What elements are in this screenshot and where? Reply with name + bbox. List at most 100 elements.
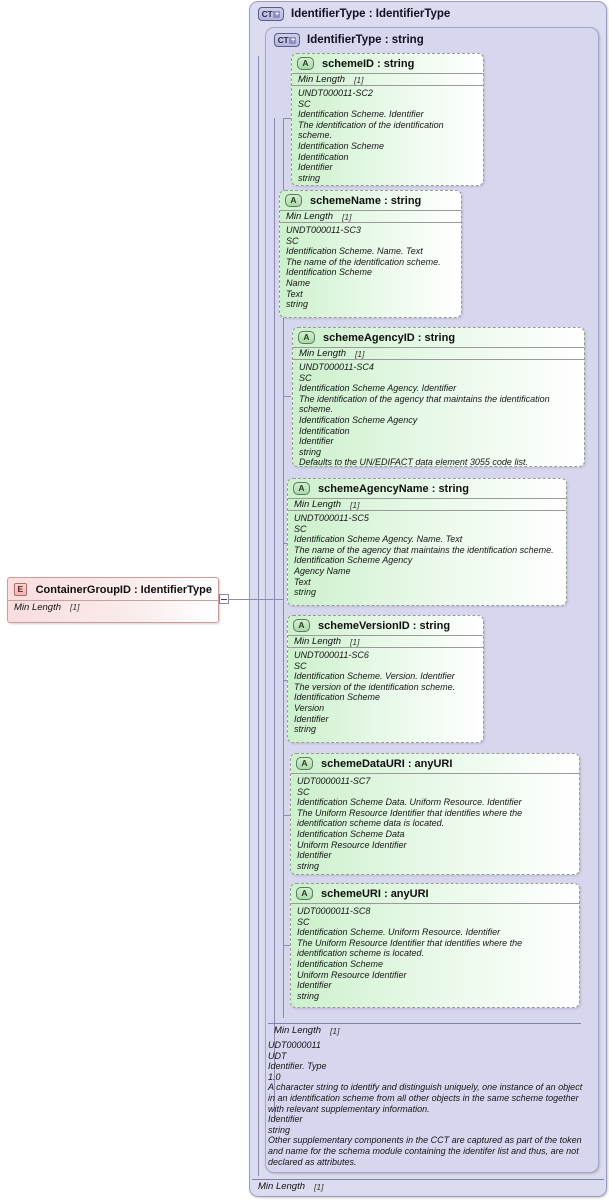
inner-facet-label: Min Length	[274, 1025, 322, 1036]
doc-line: Identification Scheme Data. Uniform Reso…	[297, 797, 522, 808]
doc-line: Name	[286, 277, 311, 288]
doc-line: SC	[286, 235, 299, 246]
attribute-title: schemeURI : anyURI	[321, 887, 429, 900]
expand-plus-icon[interactable]: +	[273, 10, 281, 18]
attribute-facet-row: Min Length[1]	[292, 73, 483, 86]
attribute-facet-value: [1]	[350, 499, 360, 510]
doc-line: Defaults to the UN/EDIFACT data element …	[299, 457, 528, 467]
doc-line: UNDT000011-SC4	[299, 362, 374, 372]
attribute-facet-value: [1]	[342, 211, 352, 222]
doc-line: Identification Scheme	[286, 267, 373, 278]
attribute-facet-row: Min Length[1]	[288, 635, 483, 648]
attribute-facet-value: [1]	[350, 636, 360, 647]
complextype-badge-icon[interactable]: CT+	[258, 7, 284, 21]
complextype-inner-badge-icon[interactable]: CT+	[274, 33, 300, 47]
element-facet-label: Min Length	[14, 601, 62, 613]
doc-line: UDT0000011-SC7	[297, 776, 371, 786]
connector-stub-1	[283, 118, 292, 119]
doc-line: UDT	[268, 1050, 287, 1061]
doc-line: string	[294, 587, 317, 598]
doc-line: Uniform Resource Identifier	[297, 839, 407, 850]
element-badge-icon: E	[14, 583, 27, 596]
attribute-badge-icon: A	[293, 482, 310, 495]
attribute-facet-label: Min Length	[299, 348, 347, 359]
complextype-inner-title: IdentifierType : string	[307, 34, 424, 46]
outer-facet-label: Min Length	[258, 1181, 306, 1192]
complextype-badge-label: CT	[261, 8, 273, 19]
attribute-badge-icon: A	[298, 331, 315, 344]
attribute-facet-label: Min Length	[294, 499, 342, 510]
doc-line: Other supplementary components in the CC…	[268, 1135, 582, 1167]
doc-line: string	[297, 990, 320, 1001]
complextype-outer-header[interactable]: CT+ IdentifierType : IdentifierType	[258, 5, 450, 23]
doc-line: UNDT000011-SC2	[298, 88, 373, 98]
attribute-title: schemeDataURI : anyURI	[321, 757, 453, 770]
attribute-title: schemeID : string	[322, 57, 415, 70]
doc-line: Agency Name	[294, 565, 351, 576]
connector-stub-5	[283, 680, 289, 681]
doc-line: Identification Scheme Data	[297, 828, 405, 839]
doc-line: UDT0000011	[268, 1040, 321, 1050]
expander-collapse-icon[interactable]	[219, 594, 229, 604]
doc-line: string	[268, 1124, 291, 1135]
outer-facet-value: [1]	[314, 1181, 324, 1192]
doc-line: The Uniform Resource Identifier that ide…	[297, 937, 523, 959]
connector-inner-vertical	[274, 118, 275, 1118]
doc-line: The identification of the identification…	[298, 119, 444, 141]
attribute-badge-icon: A	[293, 619, 310, 632]
doc-line: The name of the agency that maintains th…	[294, 544, 554, 555]
element-header: E ContainerGroupID : IdentifierType	[8, 578, 218, 600]
connector-stub-3	[283, 396, 291, 397]
doc-line: SC	[294, 660, 307, 671]
doc-line: Uniform Resource Identifier	[297, 969, 407, 980]
doc-line: Identifier	[297, 980, 332, 991]
complextype-inner-header[interactable]: CT+ IdentifierType : string	[274, 31, 424, 49]
attribute-badge-icon: A	[296, 757, 313, 770]
doc-line: UNDT000011-SC3	[286, 225, 361, 235]
connector-stub-7	[283, 945, 291, 946]
doc-line: string	[294, 724, 317, 735]
connector-element-to-tree	[229, 599, 284, 600]
inner-facet-value: [1]	[330, 1025, 340, 1036]
doc-line: Identification	[299, 425, 350, 436]
connector-outer-vertical	[258, 56, 259, 1176]
attribute-facet-value: [1]	[355, 348, 365, 359]
attribute-facet-label: Min Length	[298, 74, 346, 85]
attribute-facet-row: Min Length [1]	[293, 347, 584, 360]
attribute-facet-label: Min Length	[286, 211, 334, 222]
doc-line: string	[297, 860, 320, 871]
doc-line: Identification Scheme Agency. Name. Text	[294, 534, 463, 545]
doc-line: UNDT000011-SC5	[294, 513, 369, 523]
inner-facet-row: Min Length [1]	[268, 1023, 581, 1037]
doc-line: SC	[294, 523, 307, 534]
attribute-badge-icon: A	[296, 887, 313, 900]
complextype-inner-badge-label: CT	[277, 34, 289, 45]
doc-line: Identifier	[297, 850, 332, 861]
doc-line: Identification Scheme Agency	[299, 414, 418, 425]
outer-facet-row: Min Length [1]	[252, 1179, 604, 1193]
doc-line: Identification Scheme. Version. Identifi…	[294, 671, 455, 682]
connector-stub-6	[283, 815, 291, 816]
doc-line: Identification Scheme. Identifier	[298, 109, 424, 120]
element-box-containergroupid[interactable]: E ContainerGroupID : IdentifierType Min …	[7, 577, 219, 623]
doc-line: SC	[298, 98, 311, 109]
doc-line: The name of the identification scheme.	[286, 256, 441, 267]
expand-plus-icon[interactable]: +	[289, 36, 297, 44]
doc-line: SC	[299, 372, 312, 383]
